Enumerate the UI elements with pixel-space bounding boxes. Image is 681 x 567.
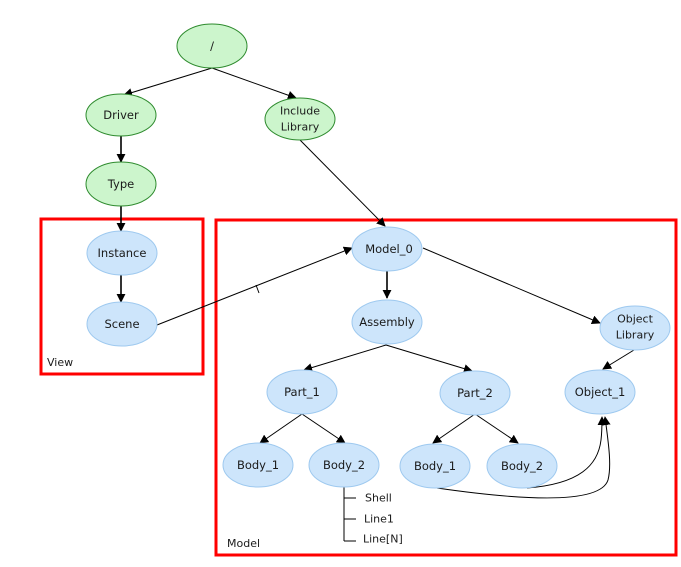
- edge-model-object-library: [422, 247, 601, 324]
- edge-object-library-object1: [602, 349, 635, 370]
- node-object-1-label: Object_1: [575, 385, 626, 399]
- node-part2-body-1-label: Body_1: [414, 459, 456, 473]
- node-driver-label: Driver: [103, 108, 139, 122]
- node-part2-body-2-shape[interactable]: [487, 444, 557, 488]
- node-scene-label: Scene: [104, 317, 139, 331]
- node-part-1-label: Part_1: [284, 385, 320, 399]
- node-include-library-label-2: Library: [281, 121, 320, 134]
- node-part-2-label: Part_2: [457, 386, 493, 400]
- edge-assembly-part1: [303, 344, 387, 372]
- edge-include-library-model: [299, 139, 386, 227]
- node-model-0-shape[interactable]: [352, 227, 422, 271]
- node-part2-body-1[interactable]: Body_1: [399, 443, 471, 489]
- node-part2-body-2-label: Body_2: [501, 459, 543, 473]
- node-part2-body-1-shape[interactable]: [400, 444, 470, 488]
- node-part-1[interactable]: Part_1: [266, 369, 338, 415]
- node-part-2-shape[interactable]: [440, 371, 510, 415]
- body2-children-tree: [343, 487, 356, 542]
- edge-p2body1-object1: [436, 416, 611, 499]
- edge-part1-body1: [259, 413, 303, 444]
- node-object-1[interactable]: Object_1: [564, 369, 636, 415]
- model-region: [214, 218, 678, 557]
- node-model-0-label: Model_0: [365, 242, 413, 256]
- node-part1-body-2[interactable]: Body_2: [308, 442, 380, 488]
- edge-part2-body1: [432, 413, 476, 444]
- node-driver[interactable]: Driver: [85, 93, 157, 137]
- node-part1-body-1-label: Body_1: [237, 458, 279, 472]
- node-assembly-shape[interactable]: [352, 300, 422, 344]
- node-include-library[interactable]: Include Library: [264, 97, 336, 141]
- node-object-library-label-1: Object: [617, 313, 654, 326]
- node-scene-shape[interactable]: [87, 302, 157, 346]
- node-part1-body-1[interactable]: Body_1: [222, 442, 294, 488]
- node-object-library-label-2: Library: [616, 329, 655, 342]
- body2-child-line1: Line1: [364, 513, 394, 526]
- edge-root-driver: [123, 67, 213, 97]
- node-assembly-label: Assembly: [359, 315, 415, 329]
- view-region-label: View: [47, 356, 73, 369]
- node-root-label: /: [210, 39, 214, 53]
- node-driver-shape[interactable]: [86, 94, 156, 136]
- node-part-2[interactable]: Part_2: [439, 370, 511, 416]
- edge-part1-body2: [301, 413, 346, 444]
- node-root-shape[interactable]: [177, 24, 247, 68]
- edge-p2body2-object1: [526, 416, 607, 489]
- node-root[interactable]: /: [176, 23, 248, 69]
- node-part2-body-2[interactable]: Body_2: [486, 443, 558, 489]
- node-type-shape[interactable]: [86, 162, 156, 206]
- node-object-1-shape[interactable]: [565, 370, 635, 414]
- edges: [116, 67, 635, 542]
- node-scene[interactable]: Scene: [86, 301, 158, 347]
- node-part1-body-2-label: Body_2: [323, 458, 365, 472]
- body2-child-shell: Shell: [365, 492, 392, 505]
- view-region: [39, 217, 205, 376]
- node-part1-body-2-shape[interactable]: [309, 443, 379, 487]
- body2-child-linen: Line[N]: [363, 533, 403, 546]
- node-instance[interactable]: Instance: [86, 230, 158, 276]
- edge-root-include-library: [211, 67, 297, 100]
- node-instance-label: Instance: [98, 246, 147, 260]
- edge-part2-body2: [474, 413, 519, 444]
- node-part1-body-1-shape[interactable]: [223, 443, 293, 487]
- node-instance-shape[interactable]: [87, 231, 157, 275]
- node-part-1-shape[interactable]: [267, 370, 337, 414]
- node-model-0[interactable]: Model_0: [351, 226, 423, 272]
- model-region-label: Model: [227, 537, 260, 550]
- node-object-library-shape[interactable]: [600, 306, 670, 350]
- node-include-library-shape[interactable]: [265, 98, 335, 140]
- node-object-library[interactable]: Object Library: [599, 305, 671, 351]
- edge-scene-model: [156, 246, 353, 326]
- node-assembly[interactable]: Assembly: [351, 299, 423, 345]
- node-type[interactable]: Type: [85, 161, 157, 207]
- edge-assembly-part2: [385, 344, 473, 373]
- node-include-library-label-1: Include: [280, 105, 320, 118]
- edge-scene-model-tick: [255, 284, 260, 294]
- node-type-label: Type: [107, 177, 134, 191]
